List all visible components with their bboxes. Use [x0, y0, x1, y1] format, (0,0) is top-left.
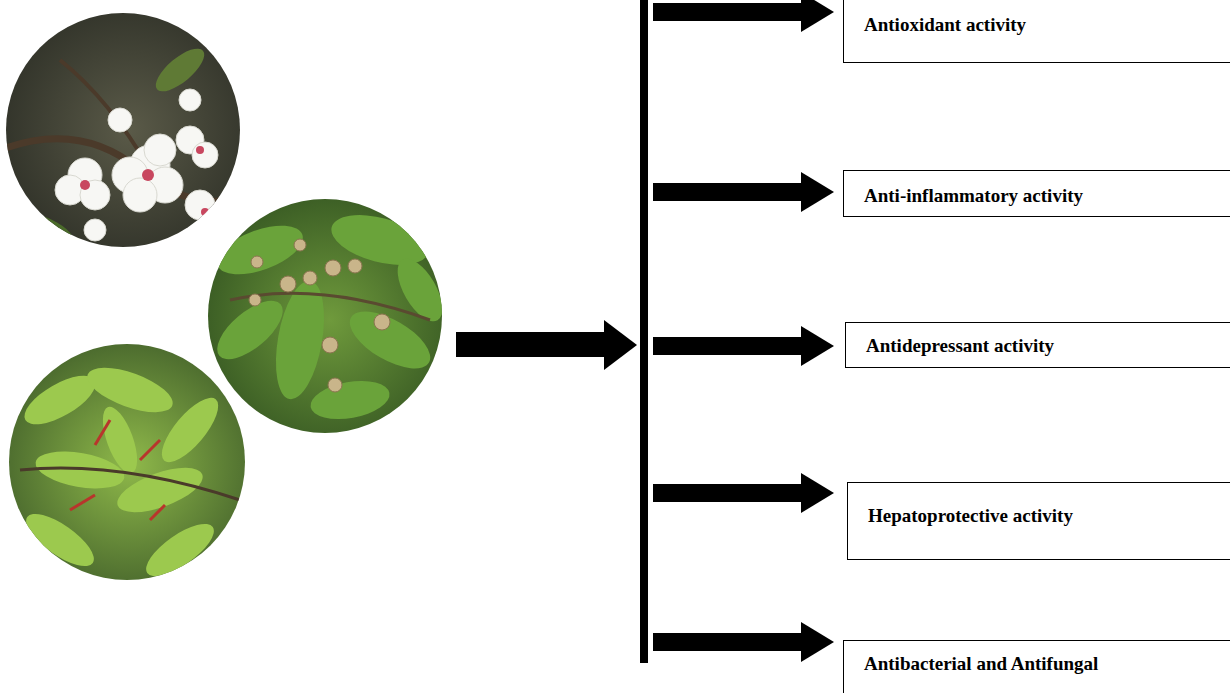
- branch-arrows: [653, 0, 834, 662]
- activity-label: Antidepressant activity: [866, 335, 1230, 358]
- leaf-photo: [0, 340, 260, 590]
- activity-label: Antibacterial and Antifungal: [864, 653, 1230, 676]
- blossom-photo: [0, 0, 260, 260]
- activity-label: Anti-inflammatory activity: [864, 185, 1230, 208]
- activity-box: Antidepressant activity: [845, 322, 1230, 368]
- activity-box: Antibacterial and Antifungal: [843, 640, 1230, 693]
- activity-label: Antioxidant activity: [864, 14, 1230, 37]
- main-arrow: [456, 320, 637, 370]
- fruit-photo: [200, 190, 460, 450]
- branch-bar: [640, 0, 648, 663]
- activity-box: Anti-inflammatory activity: [843, 170, 1230, 217]
- activity-box: Hepatoprotective activity: [847, 482, 1230, 560]
- activity-label: Hepatoprotective activity: [868, 505, 1230, 528]
- activity-box: Antioxidant activity: [843, 0, 1230, 63]
